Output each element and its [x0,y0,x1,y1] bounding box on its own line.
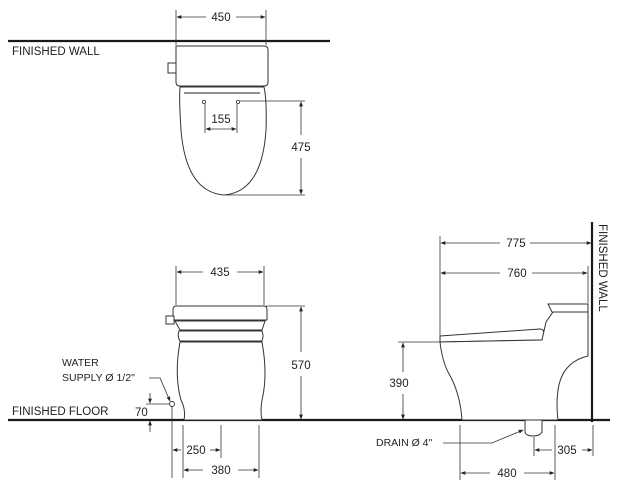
dim-front-width: 435 [210,267,229,279]
dim-base-depth: 480 [497,468,516,480]
bolt-hole-left [201,100,206,105]
dim-seat-height: 390 [389,378,408,390]
dim-supply-offset: 250 [186,445,205,457]
dim-seat-depth: 475 [291,142,310,154]
dim-base-width: 380 [211,465,230,477]
bolt-hole-right [235,100,240,105]
water-supply-point [169,401,175,407]
finished-wall-vertical-label: FINISHED WALL [596,224,608,312]
dim-height: 570 [291,360,310,372]
bowl-front-view [176,341,266,421]
tank-top-view [175,45,269,87]
seat-front-view [177,330,264,342]
tank-front-view [172,305,268,321]
bowl-top-view [179,86,267,196]
drain-label: DRAIN Ø 4" [376,437,433,449]
dim-body-depth: 760 [507,268,526,280]
finished-floor-label: FINISHED FLOOR [12,406,108,418]
flush-lever-front [165,315,175,325]
dim-hole-spacing: 155 [211,114,230,126]
dim-overall-depth: 775 [506,238,525,250]
water-supply-label-2: SUPPLY Ø 1/2" [62,372,135,384]
tank-lid-side [547,303,589,313]
drain-outlet [524,419,543,437]
bowl-side-view [439,311,589,421]
dim-rough-in: 305 [557,445,576,457]
tank-base-front [174,320,266,331]
dim-supply-height: 70 [135,407,148,419]
finished-wall-label: FINISHED WALL [12,46,100,58]
water-supply-label-1: WATER [62,357,99,369]
front-view: 435 570 WATER SUPPLY Ø 1/2" 70 250 380 [62,266,311,478]
flush-lever-top [167,62,177,74]
side-view: FINISHED WALL 775 760 390 DRAIN Ø 4" 48 [376,222,608,480]
top-view: FINISHED WALL 450 155 475 [8,10,330,196]
dim-top-width: 450 [211,12,230,24]
